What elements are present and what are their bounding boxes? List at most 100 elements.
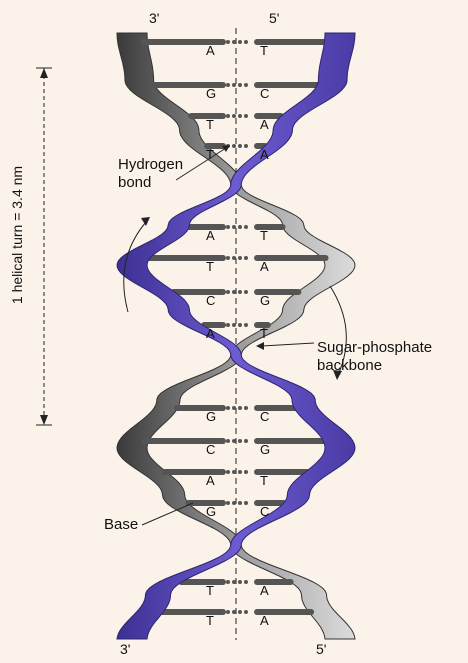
base-letter-right: A [260,259,269,274]
base-letter-right: G [260,442,270,457]
base-letter-right: C [260,86,269,101]
hydrogen-bond-dot [244,501,248,505]
hydrogen-bond-dot [238,290,242,294]
hydrogen-bond-dot [226,323,230,327]
hydrogen-bond-dot [226,256,230,260]
base-letter-left: A [206,228,215,243]
base-letter-left: G [206,504,216,519]
base-letter-right: C [260,504,269,519]
base-letter-left: T [206,613,214,628]
hydrogen-bond-dot [232,40,236,44]
hydrogen-bond-dot [226,40,230,44]
hydrogen-bond-dot [226,290,230,294]
base-letter-left: G [206,409,216,424]
base-bar-right [254,224,285,230]
hydrogen-bond-dot [238,225,242,229]
base-letter-left: T [206,117,214,132]
hydrogen-bond-line-1: Hydrogen [118,156,183,174]
hydrogen-bond-dot [238,256,242,260]
hydrogen-bond-dot [244,225,248,229]
base-letter-right: A [260,583,269,598]
hydrogen-bond-dot [244,144,248,148]
base-letter-right: T [260,43,268,58]
hydrogen-bond-dot [238,439,242,443]
hydrogen-bond-dot [238,610,242,614]
hydrogen-bond-dot [232,439,236,443]
hydrogen-bond-dot [226,114,230,118]
base-letter-left: A [206,473,215,488]
hydrogen-bond-dot [244,83,248,87]
base-bar-left [174,405,226,411]
base-bar-left [161,469,226,475]
base-letter-left: C [206,293,215,308]
strand-end-top-left: 3' [149,10,159,26]
hydrogen-bond-dot [244,323,248,327]
hydrogen-bond-dot [238,144,242,148]
base-letter-left: T [206,259,214,274]
strand-end-bottom-left: 3' [120,641,130,657]
sugar-phosphate-line-2: backbone [317,357,432,375]
hydrogen-bond-dot [238,501,242,505]
hydrogen-bond-dot [232,323,236,327]
hydrogen-bond-dot [244,470,248,474]
sugar-phosphate-label: Sugar-phosphate backbone [317,339,432,375]
hydrogen-bond-dot [244,406,248,410]
hydrogen-bond-dot [226,580,230,584]
hydrogen-bond-dot [238,323,242,327]
hydrogen-bond-dot [232,290,236,294]
base-label: Base [104,516,138,534]
hydrogen-bond-dot [244,40,248,44]
hydrogen-bond-dot [226,83,230,87]
base-bar-left [158,609,226,615]
hydrogen-bond-dot [232,83,236,87]
sugar-phosphate-leader [262,343,314,346]
base-letter-right: A [260,117,269,132]
base-letter-left: A [206,43,215,58]
helical-turn-dimension [36,68,52,425]
hydrogen-bond-dot [226,225,230,229]
hydrogen-bond-dot [232,406,236,410]
hydrogen-bond-dot [232,144,236,148]
hydrogen-bond-dot [238,406,242,410]
hydrogen-bond-dot [232,470,236,474]
base-letter-right: A [260,613,269,628]
hydrogen-bond-dot [232,501,236,505]
hydrogen-bond-dot [238,580,242,584]
hydrogen-bond-dot [244,439,248,443]
base-bar-left [171,289,226,295]
hydrogen-bond-dot [226,470,230,474]
strand-end-bottom-right: 5' [316,641,326,657]
hydrogen-bond-dot [238,40,242,44]
hydrogen-bond-dot [238,83,242,87]
helical-turn-label: 1 helical turn = 3.4 nm [9,166,25,304]
base-letter-right: T [260,228,268,243]
base-letter-right: T [260,326,268,341]
hydrogen-bond-dot [244,610,248,614]
strand-end-top-right: 5' [269,10,279,26]
hydrogen-bond-dot [244,114,248,118]
base-letter-left: A [206,326,215,341]
base-letter-left: C [206,442,215,457]
hydrogen-bond-dot [244,256,248,260]
hydrogen-bond-dot [244,290,248,294]
hydrogen-bond-dot [226,501,230,505]
base-letter-right: T [260,473,268,488]
hydrogen-bond-dot [232,225,236,229]
base-letter-right: C [260,409,269,424]
hydrogen-bond-label: Hydrogen bond [118,156,183,192]
base-letter-left: T [206,583,214,598]
sugar-phosphate-line-1: Sugar-phosphate [317,339,432,357]
hydrogen-bond-dot [232,114,236,118]
hydrogen-bond-line-2: bond [118,174,183,192]
hydrogen-bond-dot [226,406,230,410]
hydrogen-bond-dot [232,256,236,260]
base-letter-left: G [206,86,216,101]
hydrogen-bond-dot [244,580,248,584]
base-letter-right: G [260,293,270,308]
hydrogen-bond-dot [226,610,230,614]
hydrogen-bond-dot [232,580,236,584]
hydrogen-bond-dot [232,610,236,614]
base-letter-right: A [260,147,269,162]
